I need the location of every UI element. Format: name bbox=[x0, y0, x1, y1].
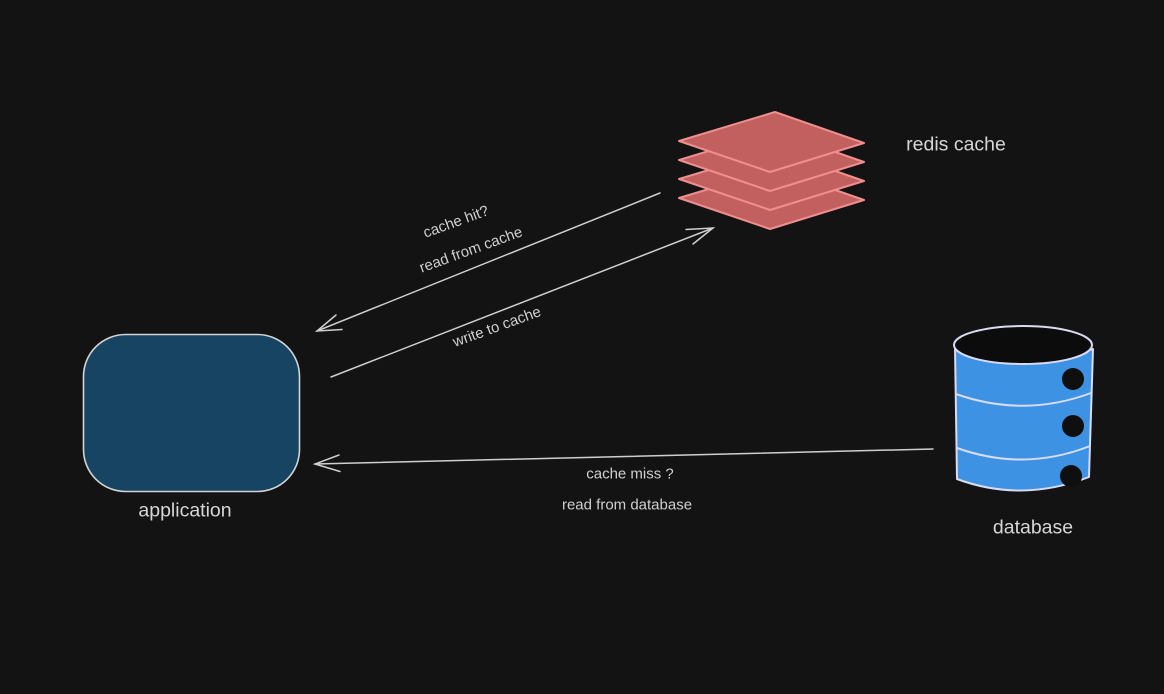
database-hole-3 bbox=[1060, 465, 1082, 487]
redis-layer-1 bbox=[678, 111, 865, 173]
arrow-read-from-cache bbox=[314, 192, 661, 332]
database-divider-2 bbox=[956, 445, 1091, 461]
arrow-write-to-cache bbox=[330, 227, 716, 378]
arrow-write-to-cache-head bbox=[685, 227, 716, 245]
cache-miss-label: cache miss ? bbox=[586, 465, 674, 483]
arrow-read-from-database bbox=[312, 448, 934, 473]
application-node bbox=[82, 333, 301, 493]
database-divider-1 bbox=[955, 392, 1092, 407]
database-cylinder bbox=[953, 325, 1094, 492]
arrow-read-from-cache-head bbox=[314, 314, 343, 332]
redis-cache-label: redis cache bbox=[906, 133, 1006, 156]
database-hole-2 bbox=[1062, 415, 1084, 437]
read-from-database-label: read from database bbox=[561, 496, 693, 514]
redis-cache-stack bbox=[678, 111, 865, 230]
arrow-read-from-database-head bbox=[312, 454, 341, 473]
arrow-read-from-database-shaft bbox=[314, 448, 934, 465]
arrow-write-to-cache-shaft bbox=[330, 227, 714, 378]
database-top-opening bbox=[953, 325, 1093, 365]
application-label: application bbox=[138, 499, 232, 522]
database-hole-1 bbox=[1062, 368, 1084, 390]
database-label: database bbox=[992, 516, 1074, 539]
arrow-read-from-cache-shaft bbox=[316, 192, 661, 332]
